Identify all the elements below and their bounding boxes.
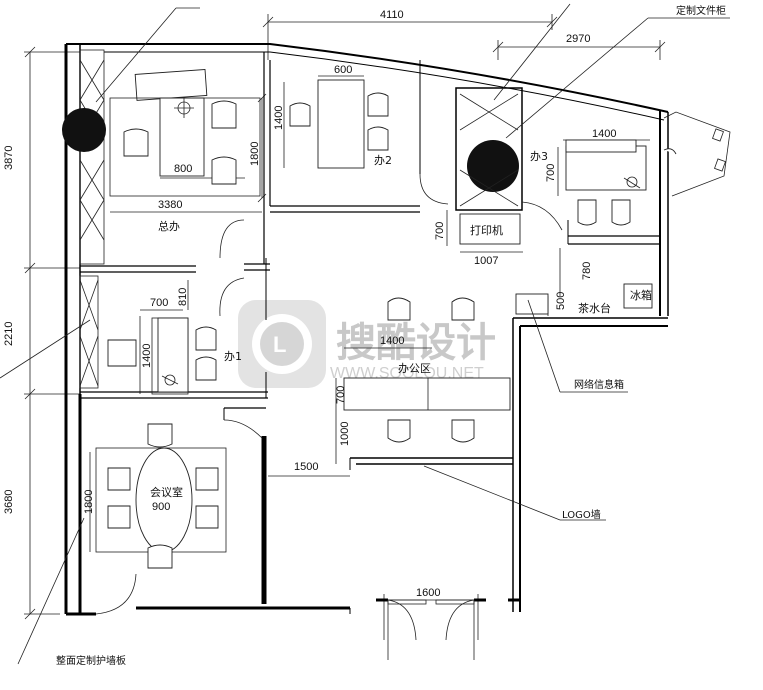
office3-cabinet <box>459 93 519 207</box>
dim-office1-desk-width: 700 <box>150 297 168 309</box>
room-label-tea: 茶水台 <box>578 301 611 315</box>
dim-office2-desk-depth: 1400 <box>273 106 285 130</box>
office1-furniture <box>107 317 217 395</box>
boss-office-furniture <box>109 69 261 197</box>
dim-office2-desk-width: 600 <box>334 64 352 76</box>
note-network-box: 网络信息箱 <box>574 378 624 391</box>
room-label-office1: 办1 <box>224 350 242 363</box>
dim-printer-width: 1007 <box>474 255 498 267</box>
dim-meeting-span: 1800 <box>83 490 95 514</box>
leader-lines <box>0 3 730 665</box>
room-labels: 总办 办1 办2 办3 办公区 会议室 打印机 茶水台 冰箱 <box>150 150 652 499</box>
office3-furniture <box>565 139 677 226</box>
door-swings <box>95 173 563 660</box>
room-label-open-office: 办公区 <box>398 362 431 375</box>
dim-open-gap: 1000 <box>339 422 351 446</box>
left-cabinets <box>79 49 105 389</box>
dim-boss-room-width: 3380 <box>158 199 182 211</box>
note-logo-wall: LOGO墙 <box>562 508 601 521</box>
room-label-boss: 总办 <box>158 219 180 233</box>
dim-office3-desk-depth: 700 <box>545 164 557 182</box>
dimension-labels: 4110 2970 3870 2210 3680 800 1800 3380 6… <box>3 9 616 599</box>
plant-icon <box>62 108 519 192</box>
watermark-text: 搜酷设计 <box>336 320 496 366</box>
dim-meeting-table: 900 <box>152 501 170 513</box>
tea-counter <box>515 283 653 315</box>
dim-left-lower: 3680 <box>3 490 15 514</box>
dim-office1-desk-depth: 1400 <box>141 344 153 368</box>
dim-left-middle: 2210 <box>3 322 15 346</box>
room-label-printer: 打印机 <box>470 223 503 237</box>
dim-boss-desk-width: 800 <box>174 163 192 175</box>
dim-tea-width: 500 <box>555 292 567 310</box>
svg-text:L: L <box>273 332 286 357</box>
room-label-meeting: 会议室 <box>150 485 183 499</box>
room-label-office3: 办3 <box>530 150 548 163</box>
dim-top-right: 2970 <box>566 33 590 45</box>
open-office-furniture <box>343 297 511 443</box>
dim-entrance-width: 1600 <box>416 587 440 599</box>
dim-office1-desk-offset: 810 <box>177 288 189 306</box>
annotations: 定制文件柜 网络信息箱 LOGO墙 整面定制护墙板 <box>56 4 726 667</box>
office2-furniture <box>289 79 389 169</box>
dim-boss-desk-depth: 1800 <box>249 142 261 166</box>
printer-box <box>459 213 521 245</box>
room-label-office2: 办2 <box>374 154 392 167</box>
dim-open-desk-depth: 700 <box>335 386 347 404</box>
dim-logo-wall-width: 1500 <box>294 461 318 473</box>
dim-tea-depth: 780 <box>581 262 593 280</box>
dim-printer-depth: 700 <box>434 222 446 240</box>
dim-office3-desk-width: 1400 <box>592 128 616 140</box>
room-label-fridge: 冰箱 <box>630 288 652 302</box>
meeting-room-furniture <box>95 423 227 569</box>
dim-left-upper: 3870 <box>3 146 15 170</box>
dim-open-desk-width: 1400 <box>380 335 404 347</box>
note-wall-panel: 整面定制护墙板 <box>56 654 126 667</box>
dim-top-overall: 4110 <box>380 9 404 21</box>
note-custom-cabinet: 定制文件柜 <box>676 4 726 17</box>
